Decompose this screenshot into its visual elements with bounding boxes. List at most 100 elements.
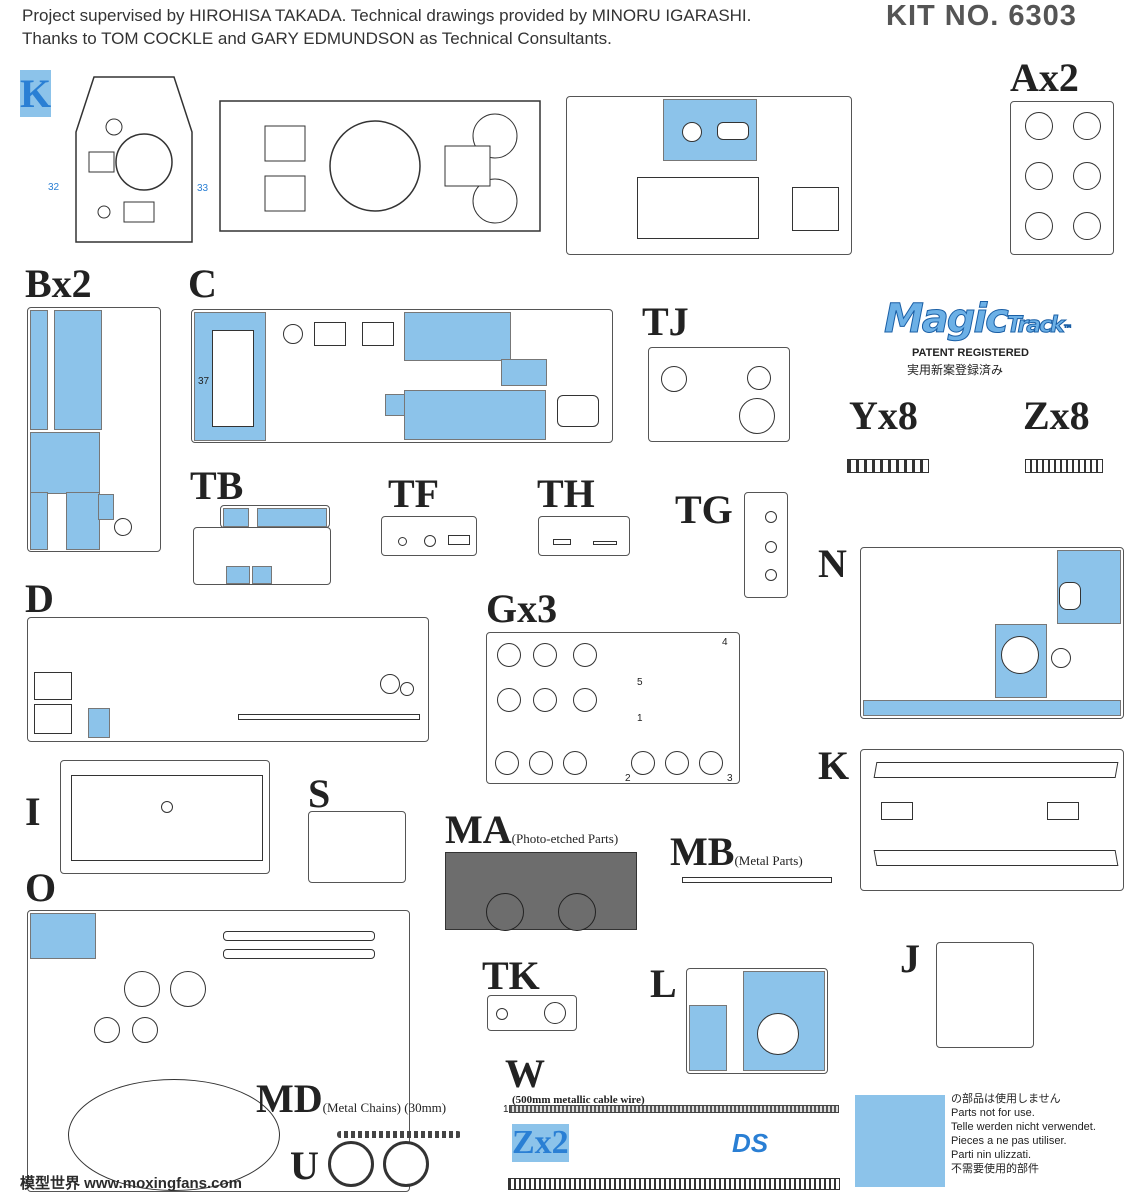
unused-parts-area [30, 310, 48, 430]
sprue-tb-upper [220, 505, 330, 528]
sprue-part [34, 704, 72, 734]
sprue-part [132, 1017, 158, 1043]
sprue-label-zx2: Zx2 [512, 1124, 569, 1162]
part-w1: 1 [503, 1104, 509, 1115]
sprue-tf [381, 516, 477, 556]
sprue-part [114, 518, 132, 536]
sprue-part [34, 672, 72, 700]
road-wheel [573, 688, 597, 712]
road-wheel [665, 751, 689, 775]
sprue-label-yx8: Yx8 [849, 393, 918, 438]
sprue-part [637, 177, 759, 239]
trademark-symbol: ™ [1062, 324, 1073, 336]
sprue-part [593, 541, 617, 545]
road-wheel [631, 751, 655, 775]
sprue-tj [648, 347, 790, 442]
unused-parts-area [257, 508, 327, 527]
unused-parts-area [501, 359, 547, 386]
legend-jp: の部品は使用しません [951, 1093, 1061, 1105]
sprue-part [1051, 648, 1071, 668]
sprue-label-u: U [290, 1143, 319, 1188]
sprue-part [496, 1008, 508, 1020]
sprue-label-bx2: Bx2 [25, 261, 92, 306]
part-g1: 1 [637, 713, 643, 724]
sprue-part [765, 569, 777, 581]
unused-parts-area [252, 566, 272, 584]
unused-parts-area [385, 394, 405, 416]
sprue-ax2 [1010, 101, 1114, 255]
sprue-part [765, 541, 777, 553]
sprue-part [682, 122, 702, 142]
sprue-label-w: W [505, 1051, 545, 1096]
legend-cn: 不需要使用的部件 [951, 1163, 1039, 1175]
sprue-label-gx3: Gx3 [486, 586, 558, 631]
unused-parts-area [30, 492, 48, 550]
sprue-part [238, 714, 420, 720]
sprue-n [860, 547, 1124, 719]
sprue-part [124, 971, 160, 1007]
metal-barrel [682, 877, 832, 883]
sprue-label-l: L [650, 961, 677, 1006]
sprue-label-n: N [818, 541, 847, 586]
sprue-th [538, 516, 630, 556]
hull-rear-part [71, 775, 263, 861]
sprue-label-o: O [25, 865, 57, 910]
sprue-tg [744, 492, 788, 598]
sprue-part [1059, 582, 1081, 610]
sprue-label-tf: TF [388, 471, 440, 516]
mb-sub-label: (Metal Parts) [734, 853, 803, 868]
sprue-label-tj: TJ [642, 299, 689, 344]
metal-chain [337, 1131, 461, 1138]
sprue-part [881, 802, 913, 820]
unused-parts-area [88, 708, 110, 738]
track-link-z [1025, 459, 1103, 473]
sprue-label-zx8: Zx8 [1023, 393, 1090, 438]
part-c37: 37 [198, 376, 210, 387]
sprue-part [717, 122, 749, 140]
unused-parts-swatch [855, 1095, 945, 1187]
ds-logo: DS [732, 1128, 769, 1158]
w-sub-label: (500mm metallic cable wire) [512, 1094, 645, 1106]
part-g2: 2 [625, 773, 631, 784]
hull-top-drawing [219, 100, 541, 232]
part-k33: 33 [197, 183, 209, 194]
turret-top-drawing [75, 76, 193, 243]
metal-idler-1 [328, 1141, 374, 1187]
road-wheel [1025, 162, 1053, 190]
unused-parts-area [689, 1005, 727, 1071]
sprue-label-j: J [900, 936, 920, 981]
sprue-k-mid [860, 749, 1124, 891]
part-g3: 3 [727, 773, 733, 784]
sprue-part [544, 1002, 566, 1024]
metal-cable-wire [509, 1105, 839, 1113]
sprue-i [60, 760, 270, 874]
sprue-label-th: TH [537, 471, 595, 516]
sprue-part [739, 398, 775, 434]
road-wheel [497, 688, 521, 712]
magic-logo-text: Magic [884, 296, 1010, 343]
sprue-part [223, 949, 375, 959]
sprue-part [558, 893, 596, 931]
unused-parts-area [863, 700, 1121, 716]
sprue-label-tg: TG [675, 487, 733, 532]
road-wheel [497, 643, 521, 667]
magic-track-logo: MagicTrack™ [884, 296, 1074, 343]
turret-ring-part [68, 1079, 280, 1191]
unused-parts-area [30, 432, 100, 494]
unused-parts-area [98, 494, 114, 520]
sprue-part [553, 539, 571, 545]
sprue-part [1001, 636, 1039, 674]
credits: Project supervised by HIROHISA TAKADA. T… [22, 4, 751, 50]
sprue-bx2 [27, 307, 161, 552]
road-wheel [1025, 112, 1053, 140]
sprue-j [936, 942, 1034, 1048]
sprue-part [170, 971, 206, 1007]
sprue-part [557, 395, 599, 427]
sprue-c: 37 [191, 309, 613, 443]
sprue-gx3: 4 5 1 2 3 [486, 632, 740, 784]
photo-etched-fret [445, 852, 637, 931]
sprue-label-ax2: Ax2 [1010, 55, 1079, 100]
road-wheel [495, 751, 519, 775]
patent-registered-jp: 実用新案登録済み [907, 363, 1004, 377]
legend: の部品は使用しません Parts not for use. Telle werd… [951, 1092, 1096, 1176]
